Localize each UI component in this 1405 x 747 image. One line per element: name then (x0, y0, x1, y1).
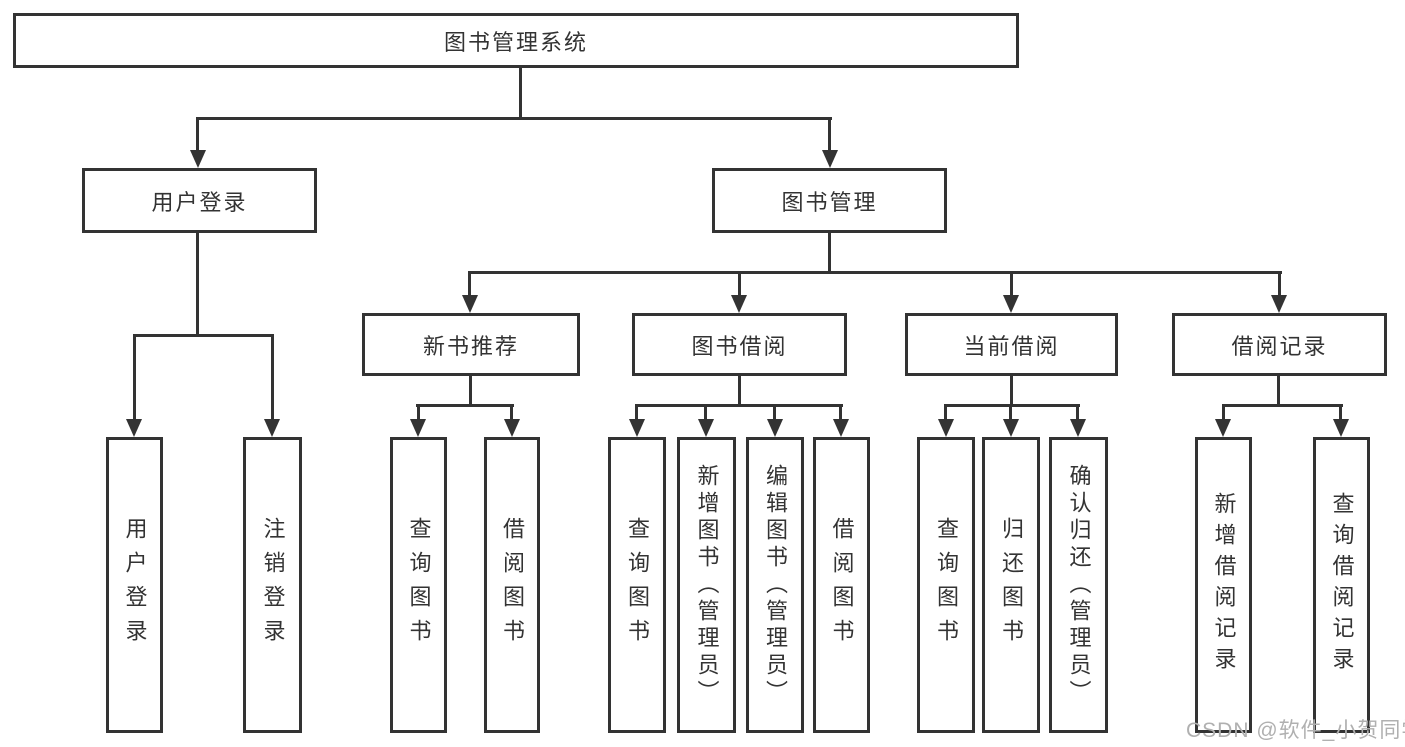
leaf-borrow-book-2: 借阅图书 (813, 437, 870, 733)
node-label: 查询图书 (625, 517, 650, 653)
connector-user-login-trunk (196, 233, 199, 337)
node-label: 归还图书 (999, 517, 1024, 653)
connector-stem (1339, 404, 1342, 419)
leaf-query-book-1: 查询图书 (390, 437, 447, 733)
node-new-book-recommend: 新书推荐 (362, 313, 580, 376)
node-label: 确认归还（管理员） (1066, 463, 1092, 707)
node-book-borrowing: 图书借阅 (632, 313, 847, 376)
arrow-to-leaf-return-book (1003, 419, 1019, 437)
node-label: 当前借阅 (963, 333, 1060, 359)
arrow-to-leaf-query-book-1 (410, 419, 426, 437)
node-label: 图书管理系统 (443, 29, 588, 55)
connector-current-borrowing-rail (944, 404, 1080, 407)
node-label: 查询借阅记录 (1329, 492, 1355, 678)
node-label: 借阅图书 (829, 517, 855, 653)
connector-stem (1076, 404, 1079, 419)
connector-current-borrowing-trunk (1010, 376, 1013, 407)
leaf-query-book-3: 查询图书 (917, 437, 975, 733)
arrow-to-leaf-add-book (698, 419, 714, 437)
arrow-to-leaf-query-book-3 (938, 419, 954, 437)
arrow-to-leaf-logout (264, 419, 280, 437)
arrow-to-leaf-borrow-book-1 (504, 419, 520, 437)
leaf-add-book-admin: 新增图书（管理员） (677, 437, 736, 733)
node-user-login: 用户登录 (82, 168, 317, 233)
connector-stem-current-borrowing (1010, 271, 1013, 295)
connector-root-rail (196, 117, 832, 120)
connector-user-login-rail (133, 334, 274, 337)
node-borrowing-records: 借阅记录 (1172, 313, 1387, 376)
arrow-to-leaf-add-borrow-record (1215, 419, 1231, 437)
node-current-borrowing: 当前借阅 (905, 313, 1118, 376)
connector-book-management-rail (468, 271, 1282, 274)
leaf-return-book: 归还图书 (982, 437, 1040, 733)
node-label: 用户登录 (122, 517, 148, 653)
arrow-to-book-borrowing (731, 295, 747, 313)
arrow-to-book-management (822, 150, 838, 168)
connector-borrowing-records-trunk (1277, 376, 1280, 407)
connector-stem (839, 404, 842, 419)
connector-stem (510, 404, 513, 419)
arrow-to-new-book (462, 295, 478, 313)
connector-stem (704, 404, 707, 419)
connector-stem (1222, 404, 1225, 419)
connector-stem-new-book (468, 271, 471, 295)
connector-stem-book-management (828, 117, 831, 150)
connector-stem-leaf-user-login (133, 334, 136, 419)
connector-stem-user-login (196, 117, 199, 150)
node-label: 图书借阅 (691, 333, 788, 359)
arrow-to-leaf-edit-book (767, 419, 783, 437)
arrow-to-leaf-confirm-return (1070, 419, 1086, 437)
node-label: 借阅记录 (1231, 333, 1328, 359)
connector-stem (1009, 404, 1012, 419)
node-label: 借阅图书 (500, 517, 525, 653)
connector-stem (635, 404, 638, 419)
node-label: 新增图书（管理员） (694, 463, 720, 707)
node-label: 查询图书 (934, 517, 959, 653)
arrow-to-leaf-query-borrow-record (1333, 419, 1349, 437)
arrow-to-current-borrowing (1003, 295, 1019, 313)
arrow-to-leaf-query-book-2 (629, 419, 645, 437)
leaf-confirm-return-admin: 确认归还（管理员） (1049, 437, 1108, 733)
arrow-to-leaf-borrow-book-2 (833, 419, 849, 437)
leaf-logout: 注销登录 (243, 437, 302, 733)
connector-new-book-trunk (469, 376, 472, 407)
node-label: 新增借阅记录 (1211, 492, 1237, 678)
node-label: 用户登录 (151, 189, 248, 215)
node-book-management: 图书管理 (712, 168, 947, 233)
node-label: 新书推荐 (422, 333, 519, 359)
connector-stem-borrowing-records (1278, 271, 1281, 295)
connector-stem (773, 404, 776, 419)
node-label: 注销登录 (260, 517, 286, 653)
connector-borrowing-records-rail (1222, 404, 1343, 407)
leaf-edit-book-admin: 编辑图书（管理员） (746, 437, 804, 733)
node-label: 编辑图书（管理员） (763, 463, 788, 707)
connector-stem (944, 404, 947, 419)
leaf-add-borrow-record: 新增借阅记录 (1195, 437, 1252, 733)
leaf-query-book-2: 查询图书 (608, 437, 666, 733)
connector-book-management-trunk (828, 233, 831, 274)
arrow-to-user-login (190, 150, 206, 168)
arrow-to-leaf-user-login (126, 419, 142, 437)
connector-stem (417, 404, 420, 419)
connector-new-book-rail (416, 404, 514, 407)
leaf-query-borrow-record: 查询借阅记录 (1313, 437, 1370, 733)
node-library-management-system: 图书管理系统 (13, 13, 1019, 68)
csdn-watermark: CSDN @软件_小贺同学 (1186, 719, 1405, 742)
node-label: 图书管理 (781, 189, 878, 215)
leaf-borrow-book-1: 借阅图书 (484, 437, 540, 733)
leaf-user-login: 用户登录 (106, 437, 163, 733)
connector-stem-leaf-logout (271, 334, 274, 419)
node-label: 查询图书 (406, 517, 432, 653)
connector-book-borrowing-trunk (738, 376, 741, 407)
connector-book-borrowing-rail (635, 404, 843, 407)
connector-root-trunk (519, 68, 522, 120)
connector-stem-book-borrowing (738, 271, 741, 295)
arrow-to-borrowing-records (1271, 295, 1287, 313)
